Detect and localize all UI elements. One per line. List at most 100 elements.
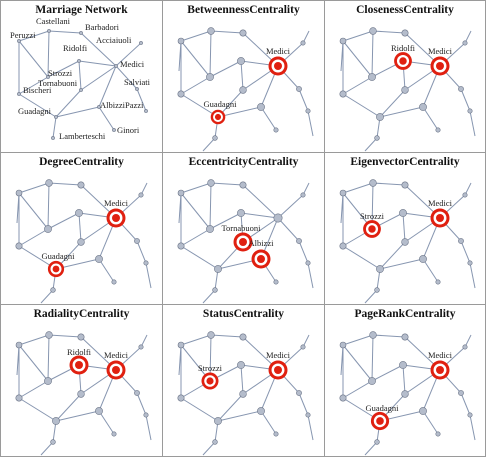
edge-bischeri-guadagni [342,93,381,118]
node-acciaiuoli [138,192,144,198]
edge-acciaiuoli-medici [115,42,142,67]
node-medici [274,366,282,374]
node-label-peruzzi: Peruzzi [10,30,36,40]
edge-peruzzi-strozzi [18,192,49,230]
edge-stub-lamberteschi [40,289,54,304]
edge-stub-lamberteschi [364,441,378,456]
node-bischeri [339,242,347,250]
node-medici [273,213,283,223]
node-barbadori [239,181,247,189]
edge-ridolfi-tornabuoni [402,212,406,243]
edge-salviati-pazzi [460,392,471,416]
edge-ridolfi-tornabuoni [240,364,244,395]
node-strozzi [206,225,214,233]
edge-ridolfi-medici [78,60,117,67]
node-medici [114,64,118,68]
edge-stub-pazzi [307,414,314,441]
node-albizzi [97,105,101,109]
edge-stub-pazzi [145,262,152,289]
node-lamberteschi [374,439,380,445]
node-strozzi [368,225,376,233]
node-label-albizzi: Albizzi [100,100,126,110]
panel-title: PageRankCentrality [354,308,456,320]
edge-strozzi-bischeri [18,380,49,399]
edge-salviati-pazzi [136,392,147,416]
node-pazzi [305,260,311,266]
edge-medici-salviati [115,65,138,90]
edge-castellani-barbadori [48,334,82,338]
edge-albizzi-guadagni [217,410,262,422]
edge-salviati-pazzi [460,88,471,112]
edge-stub-lamberteschi [364,289,378,304]
edge-stub-peruzzi [178,344,182,376]
node-salviati [458,390,464,396]
node-ridolfi [399,209,407,217]
node-tornabuoni [239,390,247,398]
edge-castellani-strozzi [209,30,212,78]
edge-bischeri-guadagni [18,93,57,118]
edge-strozzi-bischeri [18,228,49,247]
edge-castellani-peruzzi [18,182,50,194]
node-bischeri [339,394,347,402]
edge-bischeri-guadagni [342,245,381,270]
edge-castellani-barbadori [210,30,244,34]
node-castellani [47,29,51,33]
edge-castellani-peruzzi [342,334,374,346]
highlight-label-ridolfi: Ridolfi [67,347,92,357]
node-label-barbadori: Barbadori [85,22,120,32]
node-salviati [458,238,464,244]
node-tornabuoni [401,390,409,398]
edge-ridolfi-strozzi [209,60,242,78]
edge-albizzi-guadagni [379,106,424,118]
edge-albizzi-ginori [98,410,115,435]
edge-stub-pazzi [469,110,476,137]
edge-stub-pazzi [307,110,314,137]
edge-castellani-peruzzi [342,182,374,194]
node-peruzzi [177,189,185,197]
edge-tornabuoni-guadagni [55,393,82,422]
panel-title: ClosenessCentrality [356,4,454,16]
node-strozzi [206,377,214,385]
edge-castellani-barbadori [48,182,82,186]
node-barbadori [79,31,83,35]
edge-stub-peruzzi [340,344,344,376]
node-peruzzi [17,39,21,43]
node-ridolfi [399,361,407,369]
node-pazzi [143,260,149,266]
node-lamberteschi [212,287,218,293]
edge-salviati-pazzi [460,240,471,264]
node-barbadori [239,29,247,37]
edge-castellani-peruzzi [180,182,212,194]
edge-castellani-strozzi [371,30,374,78]
node-peruzzi [339,37,347,45]
highlight-label-strozzi: Strozzi [198,363,223,373]
highlight-label-medici: Medici [266,46,291,56]
edge-castellani-peruzzi [180,334,212,346]
node-castellani [369,27,377,35]
edge-albizzi-ginori [260,410,277,435]
node-ginori [112,128,116,132]
node-acciaiuoli [300,192,306,198]
edge-albizzi-guadagni [217,106,262,118]
edge-peruzzi-strozzi [342,40,373,78]
node-guadagni [214,417,222,425]
node-guadagni [52,417,60,425]
node-medici [436,366,444,374]
node-pazzi [305,412,311,418]
node-lamberteschi [374,135,380,141]
node-strozzi [44,377,52,385]
node-bischeri [15,394,23,402]
edge-tornabuoni-guadagni [379,89,406,118]
node-bischeri [177,242,185,250]
edge-albizzi-guadagni [55,410,100,422]
edge-peruzzi-strozzi [180,192,211,230]
node-medici [112,366,120,374]
edge-stub-peruzzi [16,192,20,224]
node-medici [436,62,444,70]
edge-castellani-barbadori [372,182,406,186]
edge-albizzi-guadagni [55,106,100,118]
